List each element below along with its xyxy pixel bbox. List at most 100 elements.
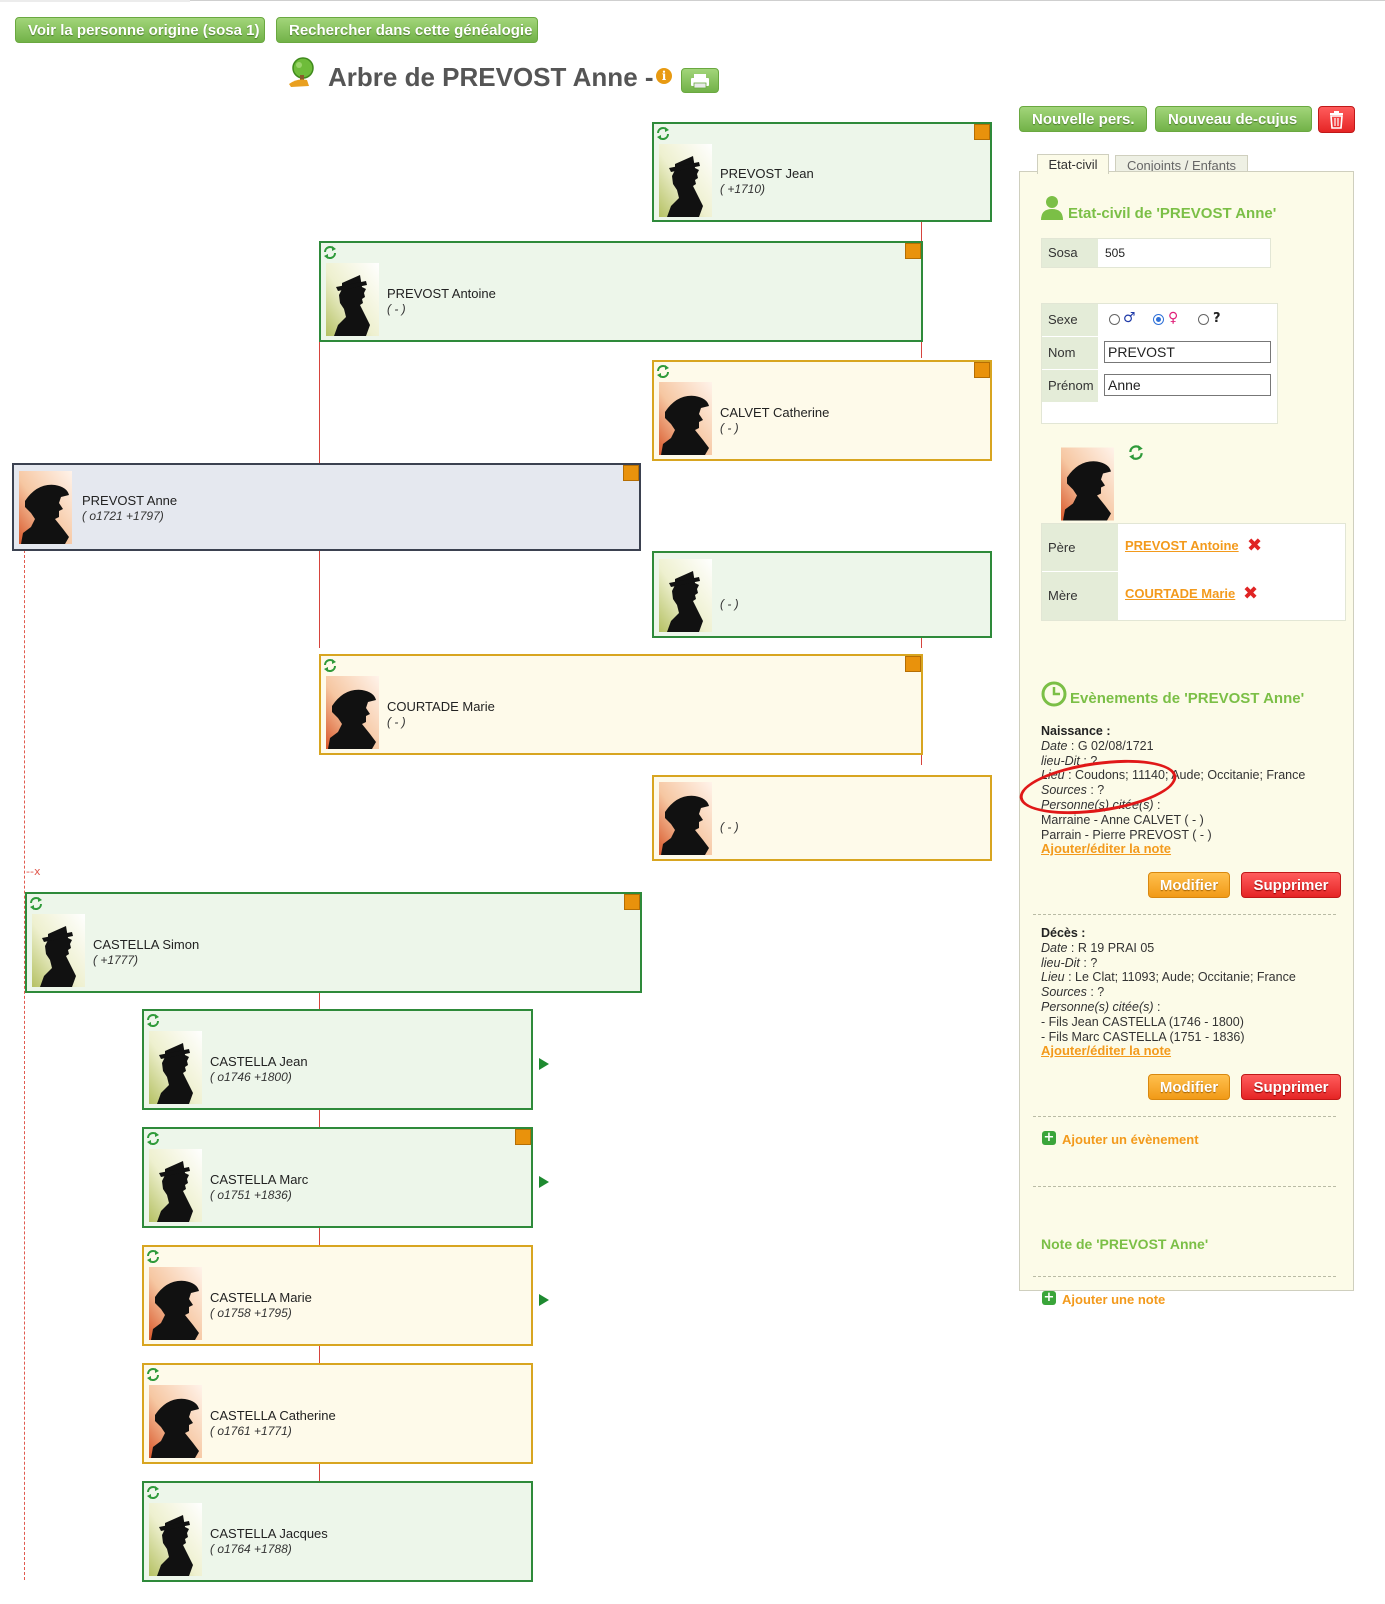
person-card[interactable]: PREVOST Antoine ( - ) <box>319 241 923 342</box>
sex-radio-male[interactable] <box>1109 314 1120 325</box>
nom-label: Nom <box>1042 337 1098 369</box>
female-portrait <box>659 382 712 455</box>
refresh-icon[interactable] <box>655 363 671 379</box>
female-portrait <box>326 676 379 749</box>
refresh-icon[interactable] <box>145 1248 161 1264</box>
prenom-input[interactable]: Anne <box>1104 374 1271 396</box>
delete-event-button[interactable]: Supprimer <box>1241 1074 1341 1100</box>
cited-person: - Fils Marc CASTELLA (1751 - 1836) <box>1041 1029 1245 1044</box>
spouse-card[interactable]: CASTELLA Simon ( +1777) <box>25 892 642 993</box>
person-card[interactable]: ( - ) <box>652 551 992 638</box>
expand-arrow-icon[interactable] <box>539 1294 549 1306</box>
sosa-value: 505 <box>1105 246 1126 260</box>
male-portrait <box>149 1149 202 1222</box>
event-lieu-label: Lieu <box>1041 768 1065 783</box>
expand-arrow-icon[interactable] <box>539 1058 549 1070</box>
view-origin-button[interactable]: Voir la personne origine (sosa 1) <box>15 17 265 43</box>
note-title: Note de 'PREVOST Anne' <box>1041 1236 1209 1252</box>
modify-button[interactable]: Modifier <box>1148 1074 1230 1100</box>
modify-button[interactable]: Modifier <box>1148 872 1230 898</box>
child-card[interactable]: CASTELLA Marie ( o1758 +1795) <box>142 1245 533 1346</box>
person-name: CASTELLA Jean <box>210 1054 308 1069</box>
person-card[interactable]: PREVOST Jean ( +1710) <box>652 122 992 222</box>
event-lieudit-label: lieu-Dit <box>1041 753 1080 768</box>
refresh-icon[interactable] <box>322 657 338 673</box>
add-note-link[interactable]: Ajouter une note <box>1062 1292 1166 1307</box>
prenom-label: Prénom <box>1042 370 1098 402</box>
delete-event-button[interactable]: Supprimer <box>1241 872 1341 898</box>
remove-mother-icon[interactable]: ✖ <box>1243 583 1259 604</box>
event-lieu: : Coudons; 11140; Aude; Occitanie; Franc… <box>1064 768 1306 783</box>
add-event-link[interactable]: Ajouter un évènement <box>1062 1132 1199 1147</box>
trash-icon <box>1330 111 1343 129</box>
person-card[interactable]: ( - ) <box>652 775 992 861</box>
pere-label: Père <box>1042 524 1118 571</box>
male-portrait <box>659 144 712 217</box>
divider <box>1033 1116 1336 1117</box>
mere-label: Mère <box>1042 572 1118 620</box>
event-persons-suffix: : <box>1153 999 1161 1014</box>
edit-note-link[interactable]: Ajouter/éditer la note <box>1041 1043 1172 1058</box>
person-name: CASTELLA Jacques <box>210 1526 328 1541</box>
refresh-icon[interactable] <box>1127 443 1145 461</box>
person-dates: ( - ) <box>720 820 739 834</box>
person-dates: ( - ) <box>720 597 739 611</box>
unknown-symbol: ? <box>1213 311 1221 326</box>
remove-father-icon[interactable]: ✖ <box>1247 535 1263 556</box>
person-dates: ( - ) <box>720 421 739 435</box>
mere-link[interactable]: COURTADE Marie <box>1125 586 1236 601</box>
divider <box>1033 1186 1336 1187</box>
person-name: CASTELLA Marie <box>210 1290 312 1305</box>
person-dates: ( - ) <box>387 715 406 729</box>
child-card[interactable]: CASTELLA Jacques ( o1764 +1788) <box>142 1481 533 1582</box>
new-decujus-button[interactable]: Nouveau de-cujus <box>1155 106 1312 132</box>
event-persons-label: Personne(s) citée(s) <box>1041 999 1154 1014</box>
event-sources-label: Sources <box>1041 783 1087 798</box>
new-person-button[interactable]: Nouvelle pers. <box>1019 106 1147 132</box>
person-name: PREVOST Anne <box>82 493 178 508</box>
person-card[interactable]: CALVET Catherine ( - ) <box>652 360 992 461</box>
cited-person: - Fils Jean CASTELLA (1746 - 1800) <box>1041 1014 1244 1029</box>
selected-person-card[interactable]: PREVOST Anne ( o1721 +1797) <box>12 463 641 551</box>
female-symbol: ♀ <box>1168 310 1179 326</box>
person-dates: ( +1710) <box>720 182 766 196</box>
connector-line <box>319 340 320 465</box>
expand-arrow-icon[interactable] <box>539 1176 549 1188</box>
sex-radio-unknown[interactable] <box>1198 314 1209 325</box>
child-card[interactable]: CASTELLA Catherine ( o1761 +1771) <box>142 1363 533 1464</box>
nom-input[interactable]: PREVOST <box>1104 341 1271 363</box>
female-portrait <box>19 471 72 544</box>
event-type: Naissance : <box>1041 724 1111 738</box>
male-portrait <box>149 1031 202 1104</box>
delete-button[interactable] <box>1318 106 1355 133</box>
spouse-dashed-line <box>24 540 25 1580</box>
refresh-icon[interactable] <box>322 244 338 260</box>
female-portrait <box>149 1385 202 1458</box>
edit-note-link[interactable]: Ajouter/éditer la note <box>1041 841 1172 856</box>
female-portrait <box>149 1267 202 1340</box>
child-card[interactable]: CASTELLA Marc ( o1751 +1836) <box>142 1127 533 1228</box>
refresh-icon[interactable] <box>145 1484 161 1500</box>
pere-link[interactable]: PREVOST Antoine <box>1125 538 1239 553</box>
event-sources-label: Sources <box>1041 985 1087 1000</box>
print-button[interactable] <box>681 68 719 93</box>
tab-etat-civil[interactable]: Etat-civil <box>1037 154 1109 174</box>
person-card[interactable]: COURTADE Marie ( - ) <box>319 654 923 755</box>
refresh-icon[interactable] <box>145 1012 161 1028</box>
search-genealogy-button[interactable]: Rechercher dans cette généalogie <box>276 17 538 43</box>
clock-icon <box>1041 681 1067 707</box>
male-symbol: ♂ <box>1123 310 1136 326</box>
person-name: CASTELLA Simon <box>93 937 200 952</box>
orange-marker <box>515 1129 531 1145</box>
refresh-icon[interactable] <box>655 125 671 141</box>
refresh-icon[interactable] <box>145 1366 161 1382</box>
event-date: : R 19 PRAI 05 <box>1067 940 1155 955</box>
refresh-icon[interactable] <box>145 1130 161 1146</box>
child-card[interactable]: CASTELLA Jean ( o1746 +1800) <box>142 1009 533 1110</box>
sexe-label: Sexe <box>1042 304 1098 336</box>
info-icon[interactable]: i <box>656 68 672 84</box>
sex-radio-female[interactable] <box>1153 314 1164 325</box>
refresh-icon[interactable] <box>28 895 44 911</box>
event-date-label: Date <box>1041 738 1068 753</box>
person-dates: ( o1761 +1771) <box>210 1424 292 1438</box>
